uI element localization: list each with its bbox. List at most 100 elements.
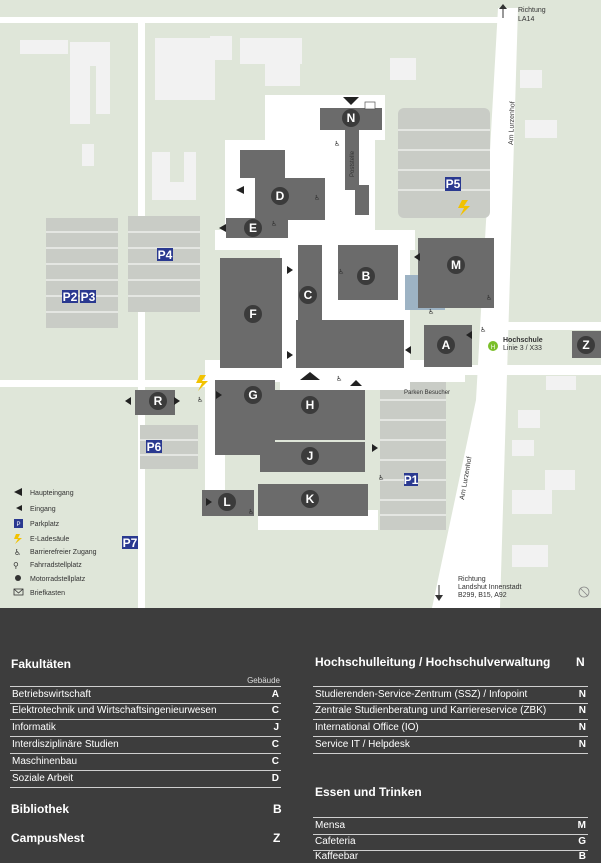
- mailbox-marker: [364, 101, 376, 110]
- svg-text:Haupteingang: Haupteingang: [30, 490, 74, 497]
- direction-south-line3: B299, B15, A92: [458, 592, 507, 599]
- svg-text:Briefkasten: Briefkasten: [30, 590, 65, 597]
- svg-text:♿: ♿: [314, 194, 320, 202]
- parking-p6: P6: [146, 440, 162, 454]
- svg-text:♿: ♿: [338, 268, 344, 276]
- bus-stop-icon: H: [488, 341, 498, 351]
- direction-north-line2: LA14: [518, 16, 534, 23]
- svg-text:P3: P3: [81, 290, 96, 304]
- parking-p4: P4: [157, 248, 173, 262]
- svg-text:N: N: [347, 111, 356, 125]
- campus-map: N D E B M C F A Z R G H J L K P1 P2 P3 P…: [0, 0, 601, 608]
- hochschulleitung-code: N: [576, 655, 585, 669]
- parking-p7: P7: [122, 536, 138, 550]
- building-e: E: [244, 219, 262, 237]
- parking-p3: P3: [80, 290, 96, 304]
- hochschulleitung-title: Hochschulleitung / Hochschulverwaltung: [315, 655, 551, 669]
- svg-text:H: H: [491, 345, 495, 351]
- verwaltung-row: Zentrale Studienberatung und Karriereser…: [313, 703, 588, 720]
- svg-text:♿: ♿: [486, 294, 492, 302]
- parkplatz-icon: [14, 519, 23, 528]
- building-k: K: [301, 490, 319, 508]
- fakultaeten-title: Fakultäten: [11, 657, 72, 671]
- svg-text:Fahrradstellplatz: Fahrradstellplatz: [30, 562, 82, 569]
- roads: [0, 8, 601, 608]
- svg-text:Barrierefreier Zugang: Barrierefreier Zugang: [30, 549, 97, 556]
- bibliothek-code: B: [273, 802, 282, 816]
- svg-text:♿: ♿: [271, 220, 277, 228]
- compass-icon: [578, 586, 590, 598]
- building-z: Z: [577, 336, 595, 354]
- parking-p5: P5: [445, 177, 461, 191]
- svg-text:♿: ♿: [336, 375, 342, 383]
- svg-text:P7: P7: [123, 536, 138, 550]
- bibliothek-title: Bibliothek: [11, 802, 70, 816]
- svg-text:E-Ladesäule: E-Ladesäule: [30, 536, 69, 543]
- svg-text:Parkplatz: Parkplatz: [30, 521, 60, 528]
- svg-text:♿: ♿: [334, 140, 340, 148]
- building-labels: N D E B M C F A Z R G H J L K: [149, 109, 595, 511]
- eladesaeule-icon: [14, 534, 22, 544]
- campusnest-title: CampusNest: [11, 831, 85, 845]
- svg-text:L: L: [223, 495, 230, 509]
- e-charging-icon: [458, 200, 470, 216]
- building-h: H: [301, 396, 319, 414]
- svg-text:P4: P4: [158, 248, 173, 262]
- svg-text:P1: P1: [404, 473, 419, 487]
- svg-text:Motorradstellplatz: Motorradstellplatz: [30, 576, 86, 583]
- bicycle-icon: ⚲: [13, 561, 19, 570]
- svg-text:H: H: [306, 398, 315, 412]
- campus-buildings: [135, 108, 601, 516]
- svg-text:Z: Z: [582, 338, 589, 352]
- svg-text:♿: ♿: [378, 474, 384, 482]
- svg-text:F: F: [249, 307, 256, 321]
- south-arrow: [435, 585, 443, 601]
- building-j: J: [301, 447, 319, 465]
- building-g: G: [244, 386, 262, 404]
- wheelchair-icon: ♿: [14, 548, 21, 557]
- parking-signs: P1 P2 P3 P4 P5 P6 P7: [62, 177, 461, 550]
- bus-stop-line2: Linie 3 / X33: [503, 345, 542, 352]
- direction-north-line1: Richtung: [518, 7, 546, 14]
- parken-besucher-label: Parken Besucher: [404, 390, 450, 396]
- svg-text:Eingang: Eingang: [30, 506, 56, 513]
- svg-text:B: B: [362, 269, 371, 283]
- building-f: F: [244, 305, 262, 323]
- svg-text:E: E: [249, 221, 257, 235]
- parking-p1: P1: [404, 473, 419, 487]
- building-n: N: [342, 109, 360, 127]
- haupteingang-icon: [14, 488, 22, 496]
- svg-text:C: C: [304, 288, 313, 302]
- svg-text:♿: ♿: [480, 326, 486, 334]
- building-a: A: [437, 336, 455, 354]
- svg-text:K: K: [306, 492, 315, 506]
- building-d: D: [271, 187, 289, 205]
- wheelchair-markers: ♿♿♿ ♿♿♿ ♿♿♿ ♿♿: [197, 140, 492, 516]
- svg-text:D: D: [276, 189, 285, 203]
- map-legend: Haupteingang Eingang P Parkplatz E-Lades…: [13, 488, 97, 597]
- entrance-markers: [125, 97, 472, 506]
- svg-text:M: M: [451, 258, 461, 272]
- building-m: M: [447, 256, 465, 274]
- direction-south-line2: Landshut Innenstadt: [458, 584, 521, 591]
- verwaltung-row: Studierenden-Service-Zentrum (SSZ) / Inf…: [313, 686, 588, 704]
- building-r: R: [149, 392, 167, 410]
- svg-text:♿: ♿: [248, 508, 254, 516]
- essen-title: Essen und Trinken: [315, 785, 422, 799]
- neighbourhood-buildings: [20, 36, 576, 567]
- svg-text:J: J: [307, 449, 314, 463]
- svg-text:A: A: [442, 338, 451, 352]
- bus-stop-line1: Hochschule: [503, 337, 543, 344]
- building-l: L: [218, 493, 236, 511]
- motorcycle-icon: [15, 575, 21, 581]
- parking-p2: P2: [62, 290, 78, 304]
